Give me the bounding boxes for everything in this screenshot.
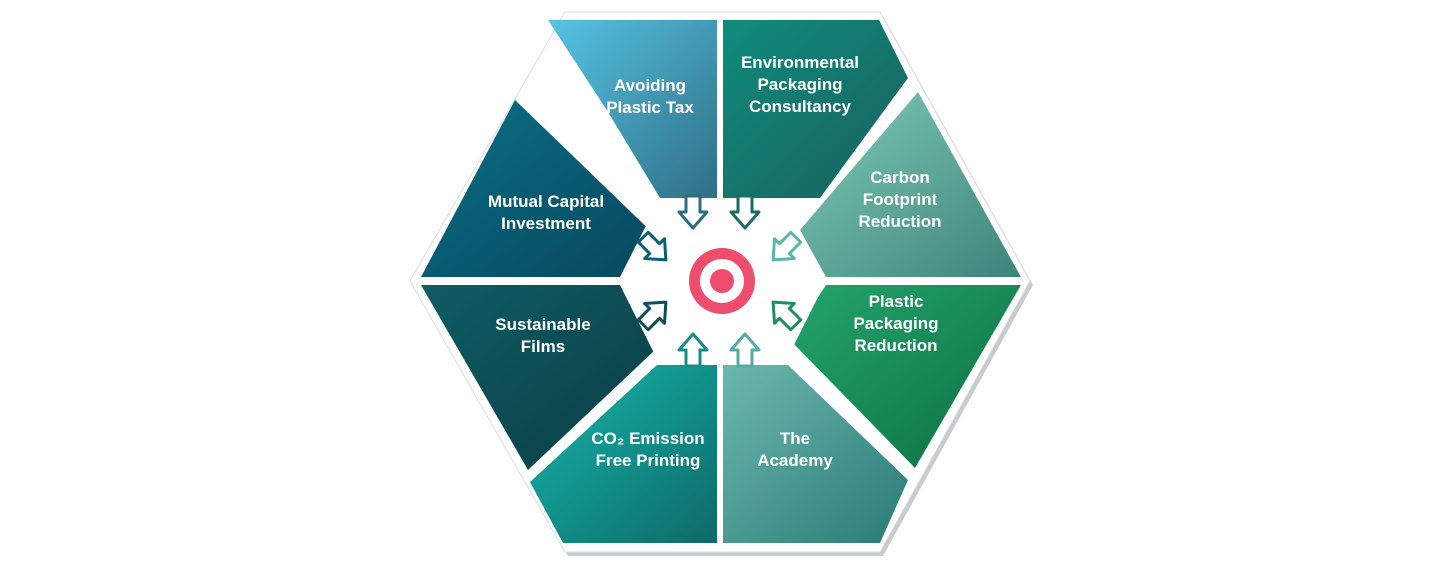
segment-label: Footprint bbox=[863, 190, 938, 209]
segment-shape bbox=[790, 285, 1021, 468]
segment-label: Packaging bbox=[853, 314, 938, 333]
segment-label: Consultancy bbox=[749, 97, 852, 116]
segment-shape bbox=[800, 92, 1021, 277]
segment-label: Plastic Tax bbox=[606, 98, 694, 117]
segment-label: Environmental bbox=[741, 53, 859, 72]
segment-label: Carbon bbox=[870, 168, 930, 187]
segment-label: Plastic bbox=[869, 292, 924, 311]
segment-shape bbox=[723, 365, 908, 543]
segment-shape bbox=[548, 20, 717, 198]
segment-label: Reduction bbox=[858, 212, 941, 231]
arrow-icon bbox=[677, 194, 709, 230]
arrow-icon bbox=[677, 332, 709, 368]
segment-label: Mutual Capital bbox=[488, 192, 604, 211]
segment-label: The bbox=[780, 429, 810, 448]
segment-label: Investment bbox=[501, 214, 591, 233]
center-hub bbox=[618, 194, 826, 368]
arrow-icon bbox=[636, 300, 668, 332]
arrow-icon bbox=[729, 332, 761, 368]
segment-label: Reduction bbox=[854, 336, 937, 355]
segment-label: CO₂ Emission bbox=[591, 429, 704, 448]
segment-shape bbox=[421, 285, 655, 470]
segment-label: Films bbox=[521, 337, 565, 356]
segment-label: Free Printing bbox=[596, 451, 701, 470]
segment-label: Academy bbox=[757, 451, 833, 470]
arrow-icon bbox=[729, 194, 761, 230]
segment-label: Sustainable bbox=[495, 315, 590, 334]
arrow-icon bbox=[636, 230, 668, 262]
target-icon bbox=[689, 248, 755, 314]
segment-shape bbox=[421, 100, 660, 277]
segment-label: Packaging bbox=[757, 75, 842, 94]
arrow-icon bbox=[771, 300, 803, 332]
segment-shape bbox=[723, 20, 908, 198]
arrow-icon bbox=[771, 230, 803, 262]
segment-shape bbox=[530, 365, 717, 543]
segment-label: Avoiding bbox=[614, 76, 686, 95]
